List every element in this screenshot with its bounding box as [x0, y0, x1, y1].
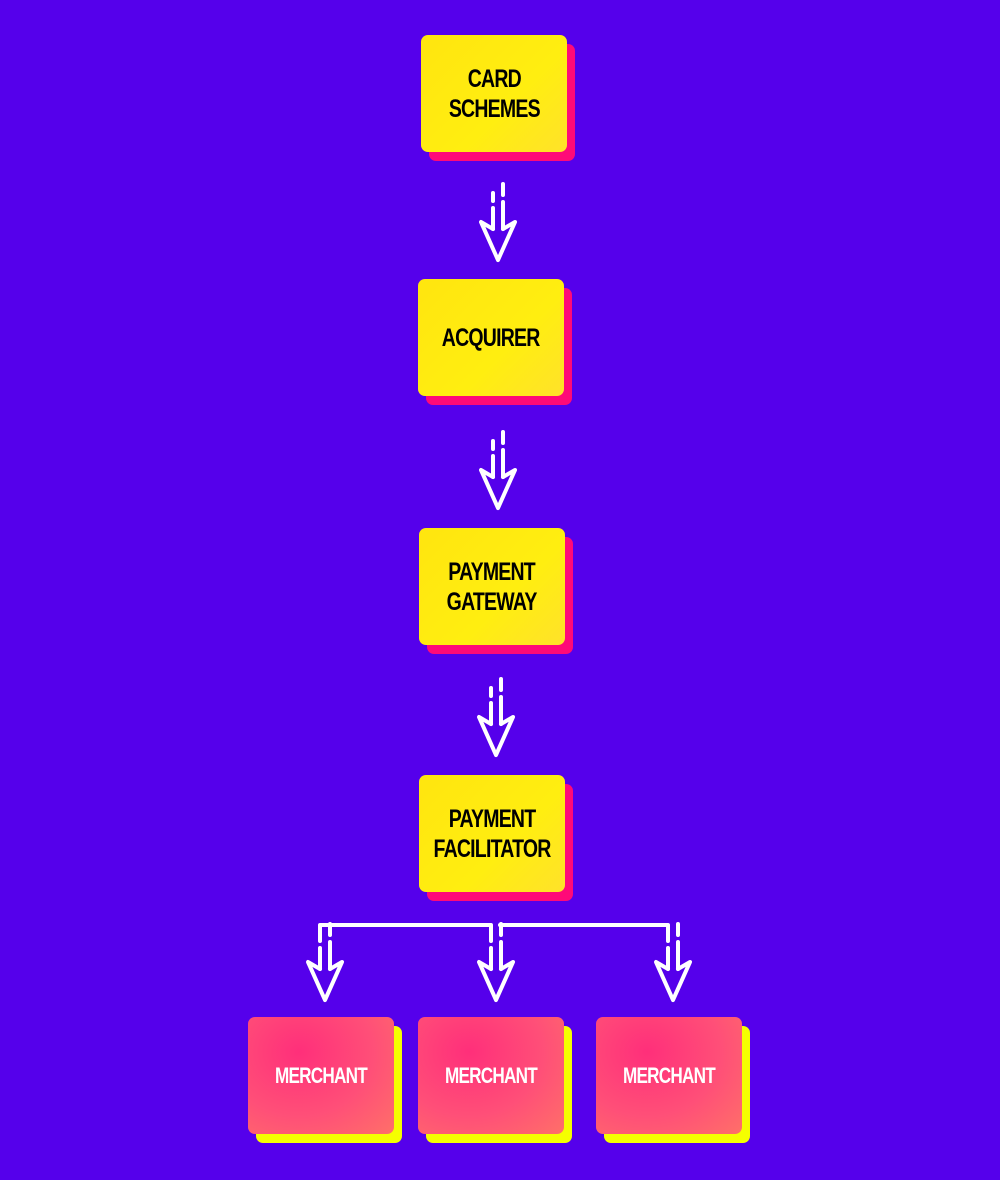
- box-face: MERCHANT: [248, 1017, 394, 1134]
- node-label: PAYMENT GATEWAY: [447, 557, 538, 616]
- box-face: MERCHANT: [596, 1017, 742, 1134]
- node-merchant-2: MERCHANT: [418, 1017, 572, 1143]
- node-label: MERCHANT: [275, 1062, 368, 1088]
- down-arrow-icon: [306, 922, 344, 1002]
- node-label: MERCHANT: [623, 1062, 716, 1088]
- node-merchant-1: MERCHANT: [248, 1017, 402, 1143]
- down-arrow-icon: [479, 182, 517, 262]
- node-acquirer: ACQUIRER: [418, 279, 572, 405]
- box-face: PAYMENT GATEWAY: [419, 528, 565, 645]
- box-face: PAYMENT FACILITATOR: [419, 775, 565, 892]
- down-arrow-icon: [479, 430, 517, 510]
- down-arrow-icon: [477, 677, 515, 757]
- box-face: ACQUIRER: [418, 279, 564, 396]
- box-face: CARD SCHEMES: [421, 35, 567, 152]
- node-payment-facilitator: PAYMENT FACILITATOR: [419, 775, 573, 901]
- down-arrow-icon: [654, 922, 692, 1002]
- box-face: MERCHANT: [418, 1017, 564, 1134]
- node-card-schemes: CARD SCHEMES: [421, 35, 575, 161]
- node-label: CARD SCHEMES: [448, 64, 541, 123]
- node-label: PAYMENT FACILITATOR: [433, 804, 551, 863]
- node-label: ACQUIRER: [442, 323, 541, 352]
- node-label: MERCHANT: [445, 1062, 538, 1088]
- down-arrow-icon: [477, 922, 515, 1002]
- node-merchant-3: MERCHANT: [596, 1017, 750, 1143]
- node-payment-gateway: PAYMENT GATEWAY: [419, 528, 573, 654]
